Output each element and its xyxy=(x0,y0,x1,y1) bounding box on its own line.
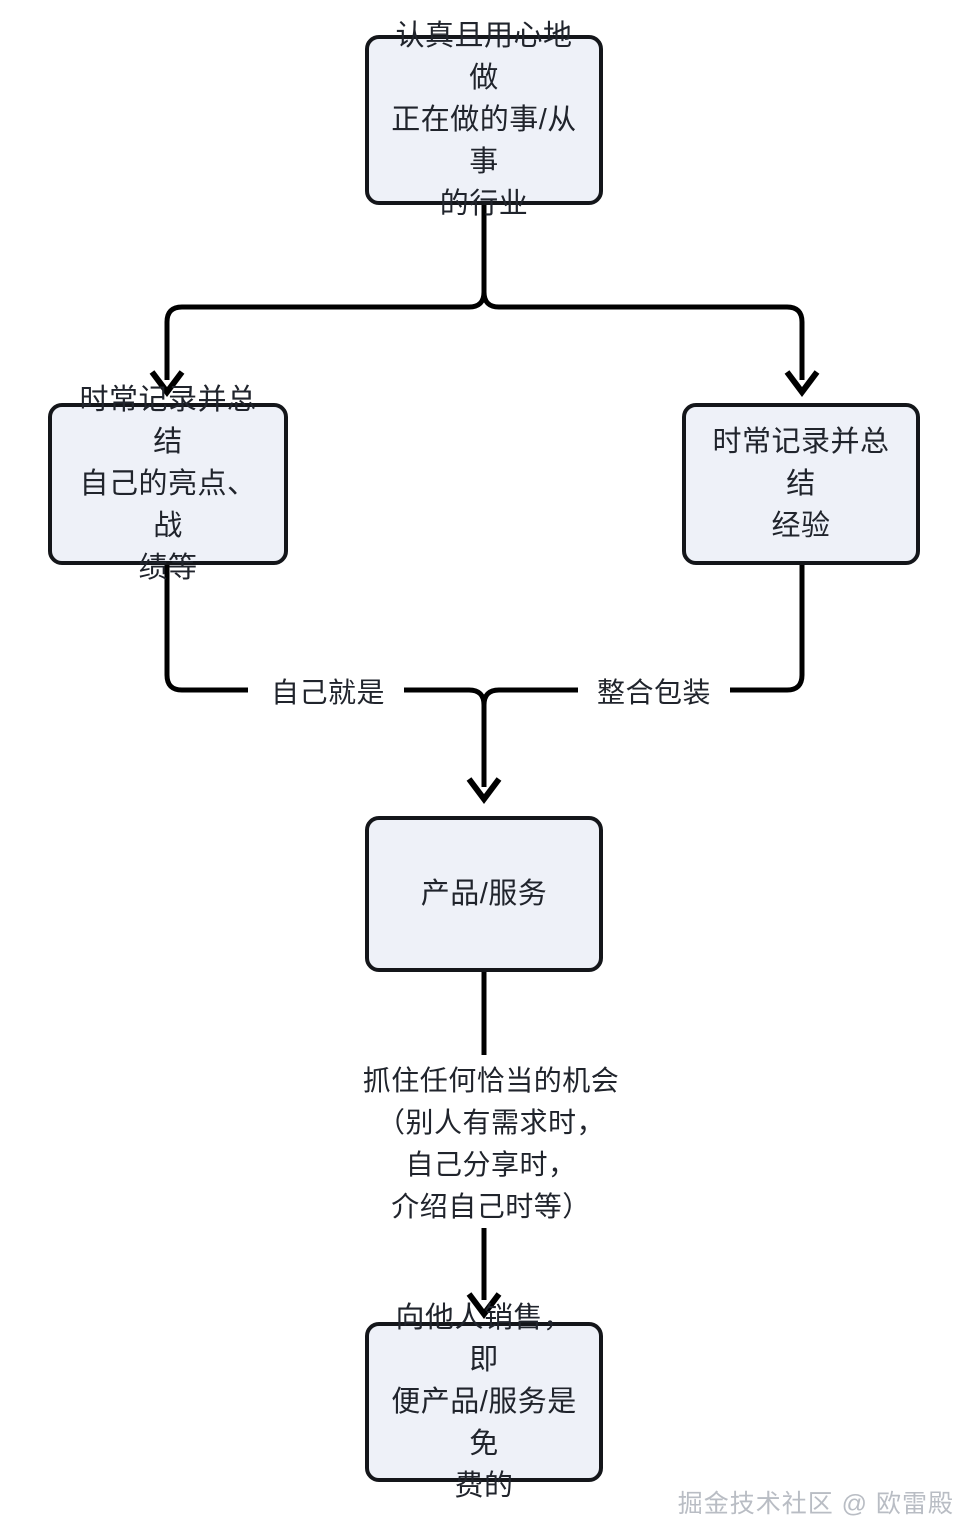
edge-right-down xyxy=(722,565,805,693)
node-sell-to-others[interactable]: 向他人销售，即 便产品/服务是免 费的 xyxy=(365,1302,603,1502)
node-product-service[interactable]: 产品/服务 xyxy=(365,816,603,972)
edge-label-self-is: 自己就是 xyxy=(252,672,404,714)
edge-top-to-split xyxy=(164,205,487,380)
edge-label-seize-opportunity: 抓住任何恰当的机会 （别人有需求时， 自己分享时， 介绍自己时等） xyxy=(330,1060,652,1228)
arrowhead-to-bottom-node xyxy=(466,1292,502,1319)
watermark: 掘金技术社区 @ 欧雷殿 xyxy=(677,1490,954,1518)
node-record-highlights[interactable]: 时常记录并总结 自己的亮点、战 绩等 xyxy=(48,384,288,584)
arrowhead-to-right-node xyxy=(784,370,820,397)
node-do-work-earnestly[interactable]: 认真且用心地做 正在做的事/从事 的行业 xyxy=(365,20,603,220)
node-record-experience[interactable]: 时常记录并总结 经验 xyxy=(682,403,920,565)
edge-split-to-right xyxy=(481,291,805,380)
edge-label-integrate-package: 整合包装 xyxy=(578,672,730,714)
arrowhead-to-left-node xyxy=(149,370,185,397)
edge-left-merge xyxy=(392,687,487,787)
edge-left-down xyxy=(164,565,248,693)
arrowhead-to-mid-node xyxy=(466,777,502,804)
edge-right-merge xyxy=(481,687,578,706)
